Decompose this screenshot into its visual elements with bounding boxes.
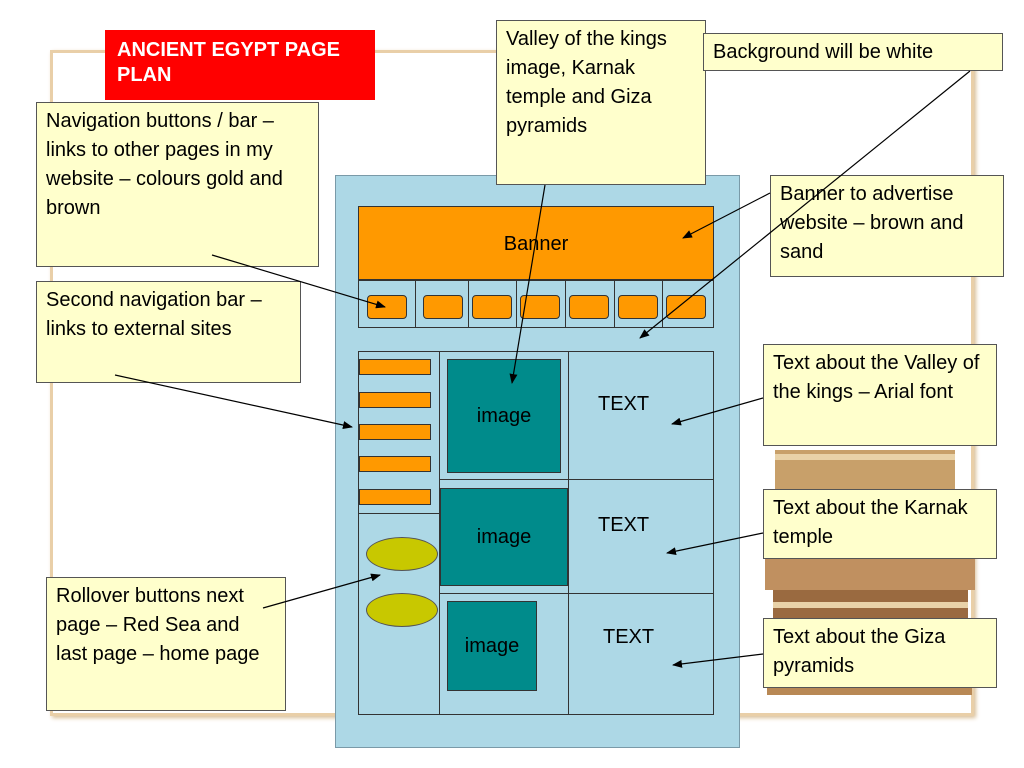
sidebar-divider [358, 513, 440, 514]
side-nav-button [359, 489, 431, 505]
nav-button [666, 295, 706, 319]
column-divider [439, 351, 440, 715]
arrow-rollover [262, 573, 381, 609]
content-area [358, 351, 714, 715]
side-nav-button [359, 359, 431, 375]
arrow-giza-text [672, 653, 764, 668]
arrow-banner [682, 192, 771, 239]
nav-button [472, 295, 512, 319]
arrow-nav-buttons [211, 254, 386, 309]
note-rollover: Rollover buttons next page – Red Sea and… [46, 577, 286, 711]
nav-button [423, 295, 463, 319]
nav-separator [614, 281, 615, 327]
rollover-button-oval [366, 593, 438, 627]
note-karnak-text: Text about the Karnak temple [763, 489, 997, 559]
note-background: Background will be white [703, 33, 1003, 71]
arrow-valley-text [671, 397, 764, 426]
text-placeholder: TEXT [598, 393, 650, 415]
arrow-second-nav [114, 374, 353, 429]
side-nav-button [359, 424, 431, 440]
page-title: ANCIENT EGYPT PAGE PLAN [105, 30, 375, 100]
banner-box: Banner [358, 206, 714, 280]
nav-separator [468, 281, 469, 327]
nav-separator [565, 281, 566, 327]
rollover-button-oval [366, 537, 438, 571]
image-box: image [440, 488, 568, 586]
nav-button [618, 295, 658, 319]
side-nav-button [359, 392, 431, 408]
arrow-background [639, 70, 971, 339]
note-banner: Banner to advertise website – brown and … [770, 175, 1004, 277]
note-giza-text: Text about the Giza pyramids [763, 618, 997, 688]
nav-separator [662, 281, 663, 327]
row-divider [439, 479, 714, 480]
image-label: image [476, 404, 532, 427]
text-placeholder: TEXT [598, 514, 650, 536]
image-box: image [447, 359, 561, 473]
nav-bar-divider [358, 327, 714, 328]
side-nav-button [359, 456, 431, 472]
note-images: Valley of the kings image, Karnak temple… [496, 20, 706, 185]
image-label: image [464, 634, 520, 657]
note-second-nav: Second navigation bar – links to externa… [36, 281, 301, 383]
arrow-images [509, 184, 546, 384]
text-placeholder: TEXT [603, 626, 655, 648]
nav-button [569, 295, 609, 319]
nav-separator [415, 281, 416, 327]
note-valley-text: Text about the Valley of the kings – Ari… [763, 344, 997, 446]
column-divider [568, 351, 569, 715]
note-nav-buttons: Navigation buttons / bar – links to othe… [36, 102, 319, 267]
image-label: image [476, 525, 532, 548]
image-box: image [447, 601, 537, 691]
nav-button [520, 295, 560, 319]
nav-button [367, 295, 407, 319]
nav-separator [516, 281, 517, 327]
arrow-karnak-text [666, 532, 764, 556]
row-divider [439, 593, 714, 594]
